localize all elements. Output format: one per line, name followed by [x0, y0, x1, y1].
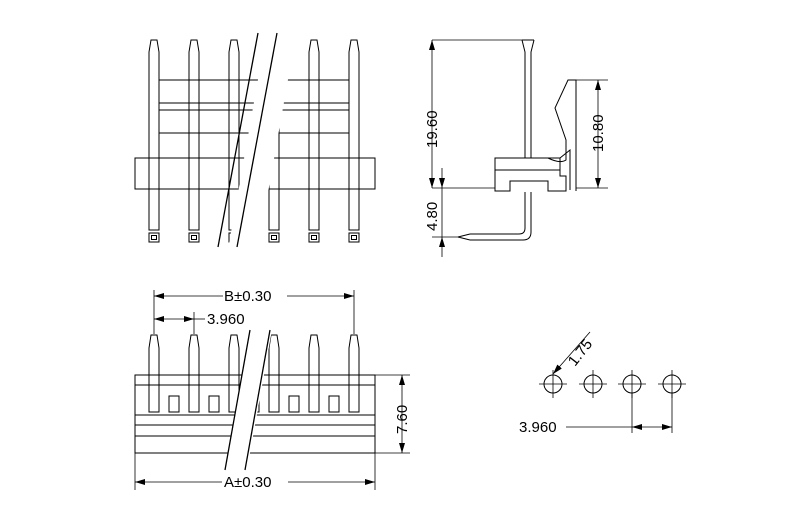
pin-1: [148, 39, 160, 231]
pcb-hole-pattern: [539, 370, 686, 398]
dim-pitch-holes: 3.960: [519, 419, 557, 436]
top-pin-4: [268, 334, 280, 413]
pin-tip-inner-5: [311, 235, 317, 240]
top-pin-6: [348, 334, 360, 413]
break-mask: [227, 30, 297, 255]
front-view: [134, 30, 376, 255]
pin-tip-2: [188, 232, 200, 243]
dim-body-height: 7.60: [394, 405, 411, 434]
break-line-1: [217, 32, 259, 248]
top-pin-5: [308, 334, 320, 413]
pin-tip-inner-4: [271, 235, 277, 240]
top-break-line-2: [244, 329, 271, 471]
top-break-line-1: [224, 329, 251, 471]
pin-tip-1: [148, 232, 160, 243]
pin-tip-inner-1: [151, 235, 157, 240]
slot-5: [328, 395, 340, 413]
dim-lower-height: 4.80: [424, 202, 441, 231]
dim-housing-height: 10.80: [590, 114, 607, 152]
pin-6: [348, 39, 360, 231]
dim-hole-diameter: 1.75: [565, 336, 596, 369]
pin-5: [308, 39, 320, 231]
pin-tip-inner-2: [191, 235, 197, 240]
slot-1: [168, 395, 180, 413]
side-view-dimensions: 19.60 4.80 10.80: [424, 39, 608, 257]
pin-2: [188, 39, 200, 231]
top-pin-1: [148, 334, 160, 413]
top-view-dimensions: B±0.30 3.960 A±0.30 7.60: [134, 288, 411, 491]
pin-tip-6: [348, 232, 360, 243]
pin-tip-inner-6: [351, 235, 357, 240]
dim-length-b: B±0.30: [224, 288, 271, 305]
top-break-mask: [225, 330, 272, 470]
slot-4: [288, 395, 300, 413]
dim-total-height: 19.60: [424, 110, 441, 148]
pin-tip-5: [308, 232, 320, 243]
pin-tip-4: [268, 232, 280, 243]
top-view: [134, 329, 376, 471]
break-line-2: [236, 32, 278, 248]
slot-2: [208, 395, 220, 413]
top-pin-2: [188, 334, 200, 413]
side-view: [457, 39, 577, 241]
dim-length-a: A±0.30: [224, 474, 271, 491]
dim-pitch-top: 3.960: [207, 311, 245, 328]
